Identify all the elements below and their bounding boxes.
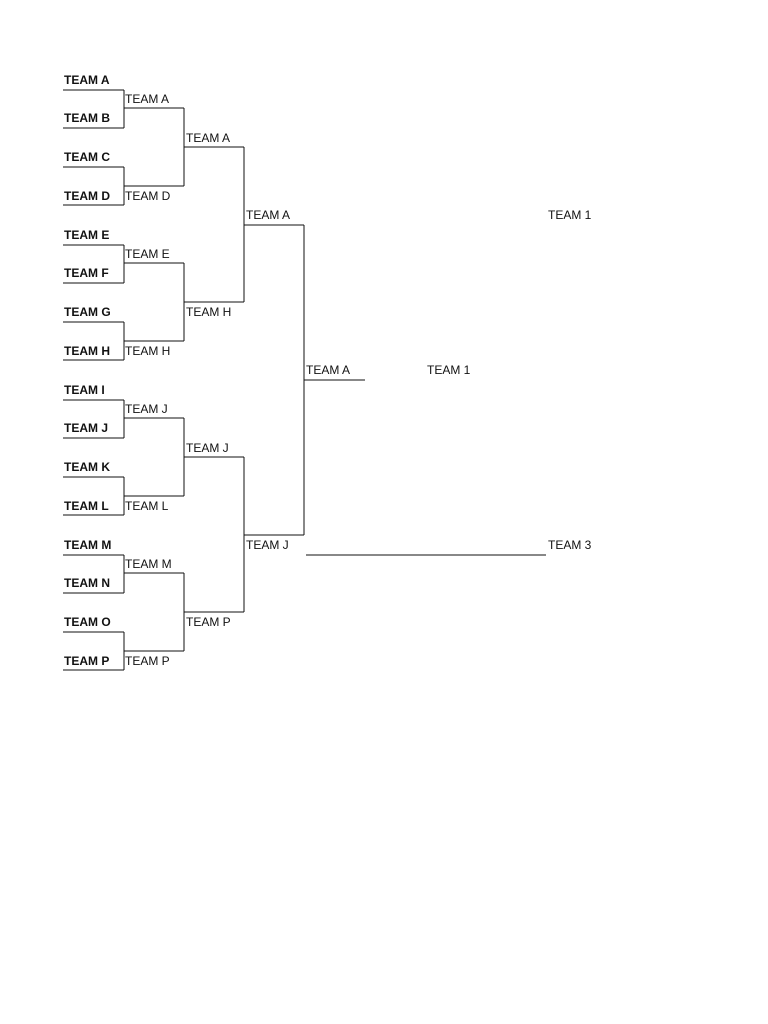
round1-team-label: TEAM C [64, 150, 110, 164]
side-label-bottom: TEAM 3 [548, 538, 592, 552]
round1-team-label: TEAM G [64, 305, 111, 319]
round3-team-label: TEAM A [186, 131, 231, 145]
side-label-top: TEAM 1 [548, 208, 592, 222]
round3-team-label: TEAM P [186, 615, 231, 629]
round1-team-label: TEAM N [64, 576, 110, 590]
round4-team-label: TEAM J [246, 538, 289, 552]
round2-team-label: TEAM M [125, 557, 172, 571]
round1-team-label: TEAM H [64, 344, 110, 358]
round2-team-label: TEAM H [125, 344, 171, 358]
round1-team-label: TEAM B [64, 111, 110, 125]
round1-team-label: TEAM A [64, 73, 110, 87]
round1-team-label: TEAM I [64, 383, 105, 397]
side-label-middle: TEAM 1 [427, 363, 471, 377]
final-team-label: TEAM A [306, 363, 351, 377]
round2-team-label: TEAM L [125, 499, 169, 513]
round2-team-label: TEAM P [125, 654, 170, 668]
round2-team-label: TEAM D [125, 189, 171, 203]
round3-team-label: TEAM J [186, 441, 229, 455]
round1-team-label: TEAM D [64, 189, 110, 203]
round1-team-label: TEAM F [64, 266, 109, 280]
round1-team-label: TEAM P [64, 654, 110, 668]
round1-team-label: TEAM L [64, 499, 109, 513]
round1-team-label: TEAM E [64, 228, 110, 242]
round1-team-label: TEAM J [64, 421, 109, 435]
round4-team-label: TEAM A [246, 208, 291, 222]
round1-team-label: TEAM M [64, 538, 112, 552]
round1-team-label: TEAM O [64, 615, 111, 629]
round2-team-label: TEAM A [125, 92, 170, 106]
round2-team-label: TEAM J [125, 402, 168, 416]
round3-team-label: TEAM H [186, 305, 232, 319]
round1-team-label: TEAM K [64, 460, 110, 474]
round2-team-label: TEAM E [125, 247, 170, 261]
